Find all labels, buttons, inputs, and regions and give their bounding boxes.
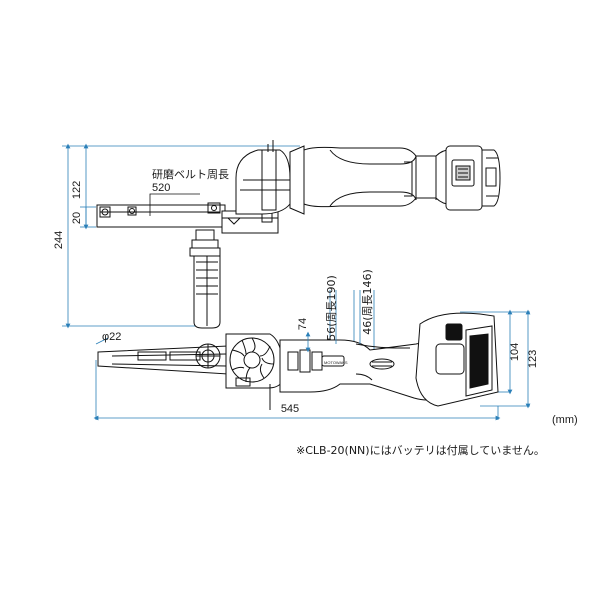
dim-74: 74 [297, 318, 309, 330]
dim-545: 545 [281, 403, 299, 415]
belt-circumference-value: 520 [152, 182, 170, 194]
dim-123: 123 [527, 350, 539, 368]
gear-housing-side [225, 333, 283, 410]
belt-arm-side [97, 343, 229, 375]
belt-arm [96, 202, 279, 234]
dim-104: 104 [509, 343, 521, 361]
dim-122: 122 [71, 181, 83, 199]
battery-rear [445, 145, 501, 211]
dim-244: 244 [53, 231, 65, 249]
dim-46: 46(周長146) [361, 269, 374, 335]
top-view-dimensions [65, 143, 89, 329]
battery-side [415, 312, 499, 407]
motor-body [303, 146, 457, 208]
dim-20: 20 [71, 212, 83, 224]
dim-56: 56(周長190) [325, 275, 338, 341]
belt-circumference-label: 研磨ベルト周長 [152, 168, 229, 181]
battery-note: ※CLB-20(NN)にはバッテリは付属していません。 [296, 444, 545, 457]
top-view [62, 140, 501, 329]
side-view-dimensions [93, 290, 531, 421]
brand-mark: MOTOWAKS [324, 360, 348, 365]
unit-label: (mm) [552, 414, 578, 426]
side-handle [189, 229, 221, 329]
side-view [95, 290, 530, 420]
dim-phi22: φ22 [102, 331, 121, 343]
gear-head [235, 140, 305, 215]
motor-body-side [279, 326, 439, 401]
